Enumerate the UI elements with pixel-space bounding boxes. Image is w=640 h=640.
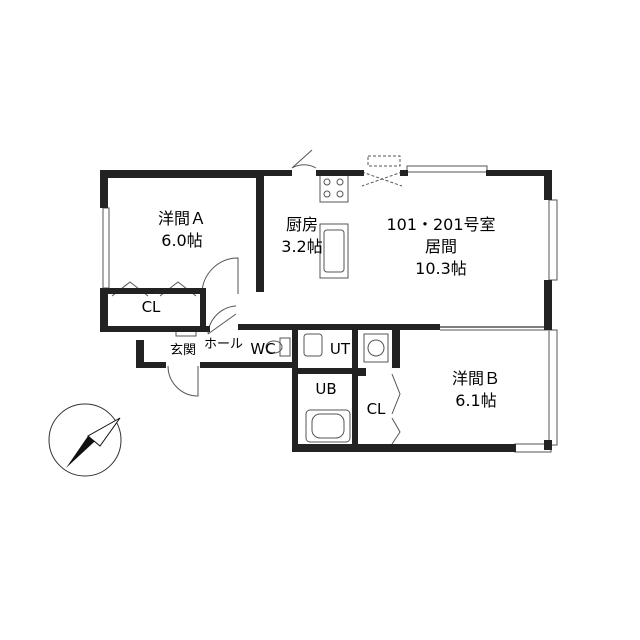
closet-b-doors [391, 373, 401, 445]
room-western-b-size: 6.1帖 [455, 391, 497, 410]
utility-label: UT [329, 340, 351, 358]
washer-pan [363, 333, 389, 363]
window-north [406, 165, 488, 173]
room-western-a-size: 6.0帖 [161, 231, 203, 250]
room-kitchen-size: 3.2帖 [281, 237, 323, 256]
room-western-a: 洋間Ａ 6.0帖 [132, 208, 232, 252]
entrance-label: 玄関 [169, 343, 196, 358]
washbasin [303, 333, 323, 357]
stove [319, 173, 349, 203]
room-living-size: 10.3帖 [415, 259, 467, 278]
closet-a-label: CL [141, 298, 161, 316]
walls [100, 170, 552, 452]
room-kitchen: 厨房 3.2帖 [262, 214, 342, 258]
window-east-living [548, 199, 558, 281]
room-western-b: 洋間Ｂ 6.1帖 [426, 368, 526, 412]
kitchen-sink [319, 223, 349, 279]
door-swing-entrance [167, 365, 199, 397]
unit-number: 101・201号室 [386, 215, 496, 234]
room-kitchen-name: 厨房 [285, 215, 318, 234]
door-swing-a [201, 257, 239, 295]
door-swing-north [291, 149, 317, 169]
window-west [102, 207, 110, 289]
north-arrow-icon [48, 403, 122, 477]
bath-label: UB [315, 380, 337, 398]
balcony-mark [367, 155, 401, 167]
toilet-label: WC [250, 340, 276, 358]
bathtub [305, 409, 351, 443]
room-western-b-name: 洋間Ｂ [451, 369, 500, 388]
room-western-a-name: 洋間Ａ [157, 209, 206, 228]
room-living: 101・201号室 居間 10.3帖 [366, 214, 516, 280]
closet-b-label: CL [366, 400, 386, 418]
hall-label: ホール [204, 337, 244, 352]
room-living-name: 居間 [424, 237, 457, 256]
toilet [279, 337, 291, 357]
window-east-b [548, 329, 558, 446]
